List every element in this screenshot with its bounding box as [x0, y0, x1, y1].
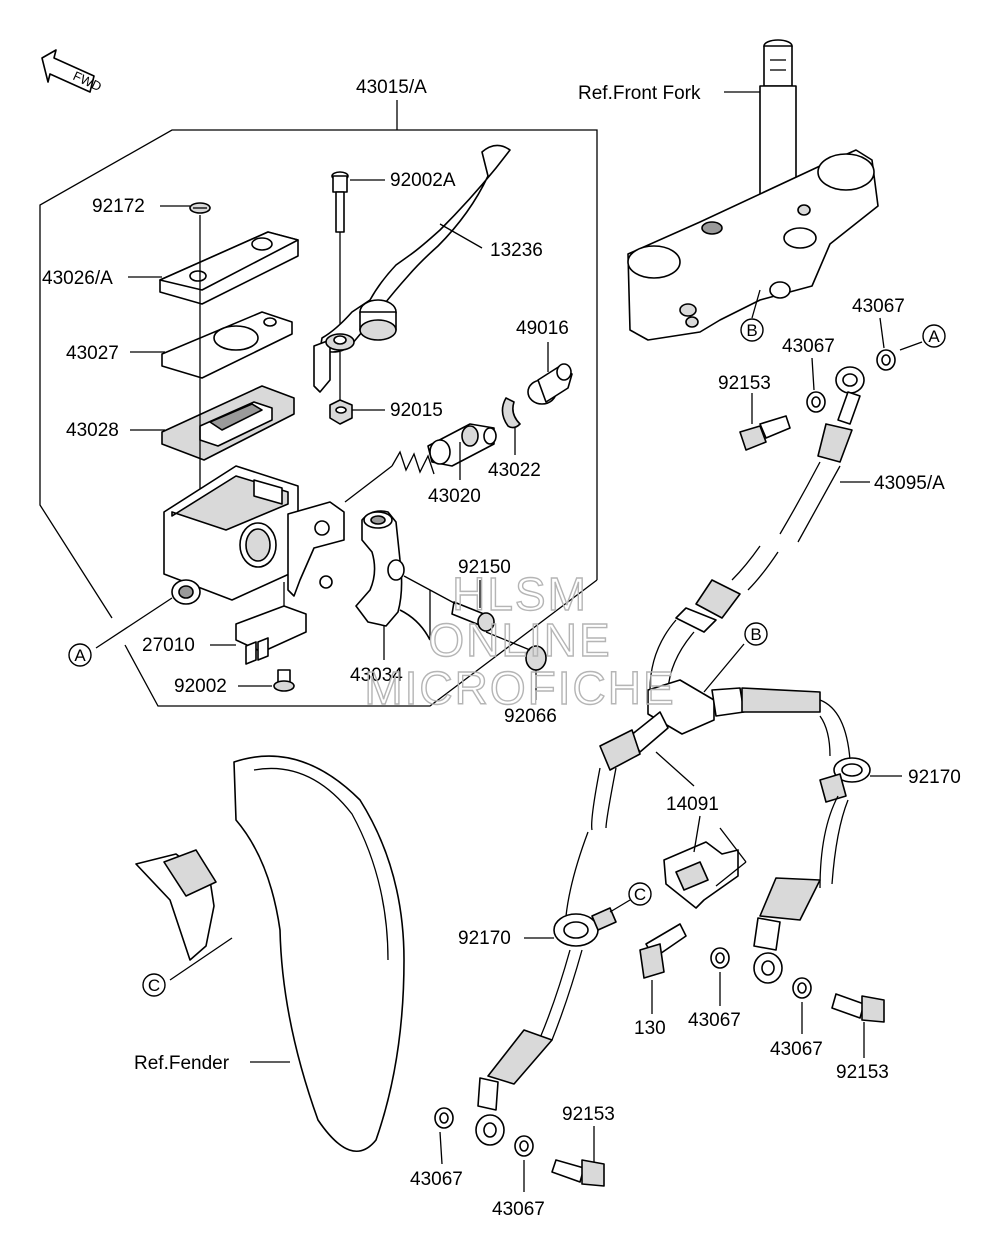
part-number-label: 43095/A: [874, 473, 945, 494]
callout-b-2: B: [744, 622, 768, 646]
fork-bracket-icon: [627, 149, 879, 341]
lever-nut-icon: [329, 399, 353, 425]
part-number-label: 13236: [490, 240, 543, 261]
part-number-label: 43028: [66, 420, 119, 441]
part-number-label: 92002A: [390, 170, 456, 191]
diaphragm-icon: [161, 385, 295, 461]
front-fender-icon: [135, 755, 405, 1152]
master-cylinder-body-icon: [163, 465, 345, 605]
piston-spring-icon: [391, 450, 435, 475]
kit-boundary: [39, 129, 397, 619]
part-number-label: 92153: [836, 1062, 889, 1083]
washer-icon: [514, 1135, 534, 1157]
washer-icon: [710, 947, 730, 969]
part-number-label: 43015/A: [356, 77, 427, 98]
piston-icon: [427, 423, 497, 467]
part-number-label: 49016: [516, 318, 569, 339]
ref-fender-label: Ref.Fender: [134, 1053, 230, 1074]
brake-switch-icon: [235, 605, 307, 665]
part-number-label: 92153: [718, 373, 771, 394]
svg-text:A: A: [74, 646, 86, 665]
lower-brake-hose-icon: [475, 767, 617, 1146]
part-number-label: 27010: [142, 635, 195, 656]
hose-clamp-icon: [663, 841, 747, 909]
svg-text:HLSM: HLSM: [452, 568, 588, 620]
part-number-label: 14091: [666, 794, 719, 815]
reservoir-cap-icon: [159, 231, 299, 305]
ref-front-fork-label: Ref.Front Fork: [578, 83, 701, 104]
callout-b-1: B: [740, 318, 764, 342]
switch-screw-icon: [273, 669, 295, 692]
upper-brake-hose-icon: [649, 461, 841, 691]
dust-boot-icon: [527, 363, 573, 405]
part-number-label: 43022: [488, 460, 541, 481]
part-number-label: 92172: [92, 196, 145, 217]
part-number-label: 43067: [492, 1199, 545, 1220]
fwd-arrow-icon: FWD: [41, 49, 104, 94]
clamp-bolt-icon: [451, 601, 495, 632]
part-number-label: 43020: [428, 486, 481, 507]
washer-icon: [876, 349, 896, 371]
part-number-label: 92002: [174, 676, 227, 697]
svg-text:B: B: [746, 321, 757, 340]
part-number-label: 92153: [562, 1104, 615, 1125]
washer-icon: [434, 1107, 454, 1129]
part-number-label: 92066: [504, 706, 557, 727]
part-number-label: 92015: [390, 400, 443, 421]
washer-icon: [792, 977, 812, 999]
svg-text:C: C: [148, 976, 160, 995]
part-number-label: 43067: [410, 1169, 463, 1190]
svg-text:ONLINE: ONLINE: [428, 614, 611, 666]
callout-c-1: C: [628, 882, 652, 906]
callout-a-2: A: [922, 324, 946, 348]
banjo-bolt-icon: [739, 415, 791, 451]
pivot-bolt-icon: [331, 171, 349, 233]
part-number-label: 92170: [458, 928, 511, 949]
svg-text:B: B: [750, 625, 761, 644]
banjo-bolt-icon: [551, 1159, 605, 1187]
clamp-bolt-130-icon: [639, 923, 687, 979]
hose-joint-icon: [599, 679, 821, 771]
circlip-icon: [501, 397, 521, 429]
clamp-holder-icon: [355, 510, 431, 641]
washer-icon: [806, 391, 826, 413]
watermark: HLSM ONLINE MICROFICHE: [364, 567, 675, 714]
svg-text:C: C: [634, 885, 646, 904]
part-number-label: 92150: [458, 557, 511, 578]
callout-c-2: C: [142, 973, 166, 997]
reservoir-screw-icon: [189, 202, 211, 214]
upper-banjo-icon: [817, 366, 865, 463]
svg-text:MICROFICHE: MICROFICHE: [364, 662, 675, 714]
svg-text:A: A: [928, 327, 940, 346]
callout-a-1: A: [68, 643, 92, 667]
part-number-label: 43067: [782, 336, 835, 357]
part-number-label: 43067: [688, 1010, 741, 1031]
part-number-label: 43034: [350, 665, 403, 686]
part-number-label: 43026/A: [42, 268, 113, 289]
brake-lever-icon: [313, 144, 511, 393]
banjo-bolt-icon: [831, 993, 885, 1023]
leader-lines: [95, 91, 923, 1192]
diaphragm-plate-icon: [161, 311, 293, 379]
part-number-label: 43027: [66, 343, 119, 364]
part-number-label: 43067: [852, 296, 905, 317]
right-brake-hose-icon: [753, 699, 871, 984]
part-number-label: 92170: [908, 767, 961, 788]
part-number-label: 43067: [770, 1039, 823, 1060]
part-number-label: 130: [634, 1018, 666, 1039]
